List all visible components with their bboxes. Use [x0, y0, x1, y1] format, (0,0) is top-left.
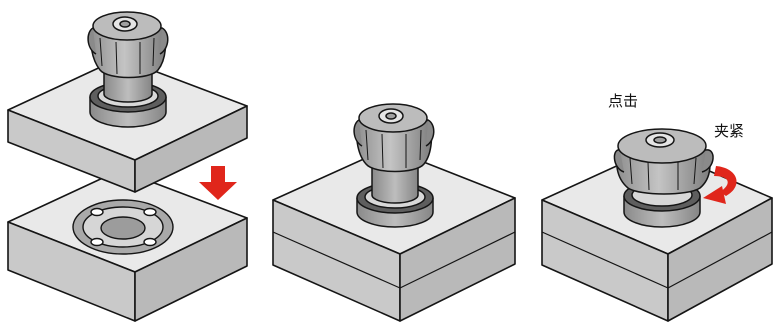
clamp-knob [88, 12, 168, 127]
mount-hole-icon [91, 209, 103, 216]
rotated-clamp-knob [614, 129, 713, 227]
mount-hole-icon [91, 239, 103, 246]
step-3-group [542, 129, 772, 321]
step-2-group [273, 104, 515, 321]
mount-hole-icon [144, 239, 156, 246]
clamp-label: 夹紧 [714, 124, 744, 139]
red-down-arrow-icon [199, 166, 237, 200]
step-1-group [8, 12, 247, 321]
receiver-socket [73, 200, 173, 254]
click-label: 点击 [608, 94, 638, 109]
mount-hole-icon [144, 209, 156, 216]
